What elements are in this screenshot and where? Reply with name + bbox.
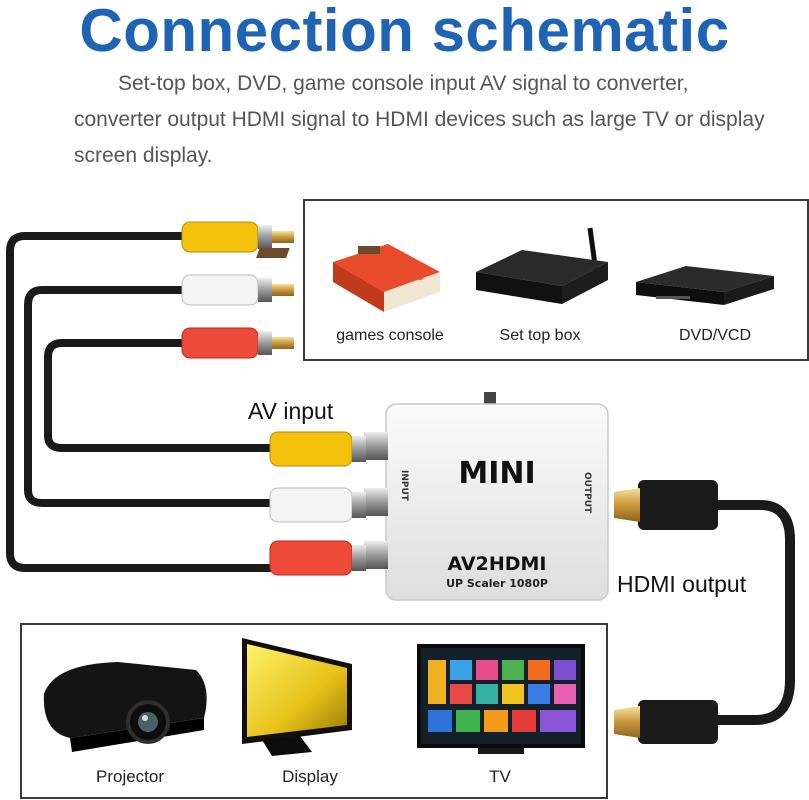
rca-plug-yellow-top [181,221,294,253]
hdmi-plug-bottom [614,700,718,744]
label-dvd-vcd: DVD/VCD [678,327,751,344]
label-projector: Projector [95,767,165,786]
red-cable [44,339,274,452]
rca-plug-white-bottom [269,487,366,523]
label-tv: TV [489,767,511,786]
description-text: Set-top box, DVD, game console input AV … [74,72,765,167]
white-cable [24,286,274,507]
hdmi-cable [710,500,795,725]
rca-plug-yellow-bottom [269,431,366,467]
av-cables [6,232,274,572]
converter-box [385,392,609,601]
yellow-cable [6,232,274,572]
rca-plug-white-top [181,274,294,306]
label-games-console: games console [336,327,444,344]
rca-ports [364,432,388,569]
rca-plug-red-bottom [269,540,366,576]
av-input-label: AV input [248,398,334,424]
rca-plug-red-top [181,327,294,359]
hdmi-output-label: HDMI output [617,571,747,597]
label-display: Display [282,767,338,786]
hdmi-plug-top [614,480,718,530]
page-title: Connection schematic [79,0,730,64]
label-set-top-box: Set top box [499,327,581,344]
